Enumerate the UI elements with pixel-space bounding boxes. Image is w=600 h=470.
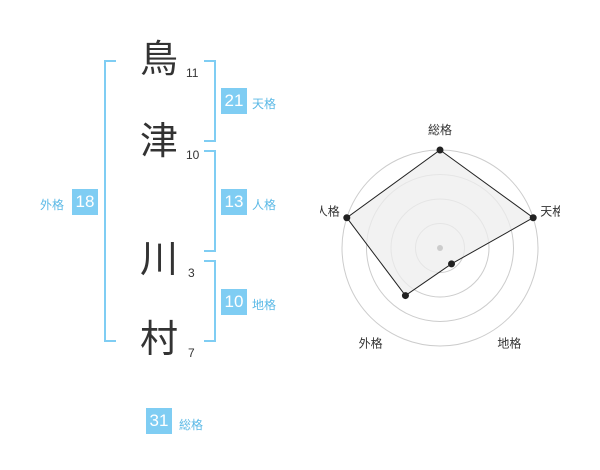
radar-point-4 bbox=[401, 292, 409, 300]
gaikaku-label: 外格 bbox=[40, 198, 65, 212]
jinkaku-value: 13 bbox=[221, 189, 247, 215]
radar-point-5 bbox=[343, 214, 351, 222]
name-char-2: 津 bbox=[140, 119, 179, 163]
radar-axis-label-3: 地格 bbox=[497, 335, 521, 350]
stroke-count-2: 10 bbox=[186, 148, 200, 162]
stroke-count-3: 3 bbox=[188, 266, 195, 280]
radar-axis-label-5: 人格 bbox=[320, 204, 340, 219]
soukaku-label: 総格 bbox=[179, 418, 204, 432]
chikaku-value: 10 bbox=[221, 289, 247, 315]
soukaku-value: 31 bbox=[146, 408, 172, 434]
stroke-count-4: 7 bbox=[188, 346, 195, 360]
radar-point-1 bbox=[436, 146, 444, 154]
radar-series-area bbox=[346, 149, 535, 297]
radar-center-dot bbox=[437, 245, 443, 251]
chikaku-bracket bbox=[204, 260, 216, 342]
tenkaku-label: 天格 bbox=[252, 97, 277, 111]
gaikaku-value: 18 bbox=[72, 189, 98, 215]
name-char-3: 川 bbox=[140, 237, 179, 281]
stroke-count-1: 11 bbox=[186, 66, 199, 80]
radar-axis-label-1: 総格 bbox=[428, 122, 452, 137]
radar-axis-label-2: 天格 bbox=[540, 204, 560, 219]
jinkaku-bracket bbox=[204, 150, 216, 252]
name-char-1: 鳥 bbox=[140, 37, 179, 81]
jinkaku-label: 人格 bbox=[252, 198, 277, 212]
name-char-4: 村 bbox=[140, 317, 179, 361]
radar-point-3 bbox=[448, 260, 456, 268]
radar-point-2 bbox=[529, 214, 537, 222]
tenkaku-bracket bbox=[204, 60, 216, 142]
gaikaku-bracket bbox=[104, 60, 116, 342]
radar-axis-label-4: 外格 bbox=[359, 335, 383, 350]
chikaku-label: 地格 bbox=[252, 298, 277, 312]
tenkaku-value: 21 bbox=[221, 88, 247, 114]
